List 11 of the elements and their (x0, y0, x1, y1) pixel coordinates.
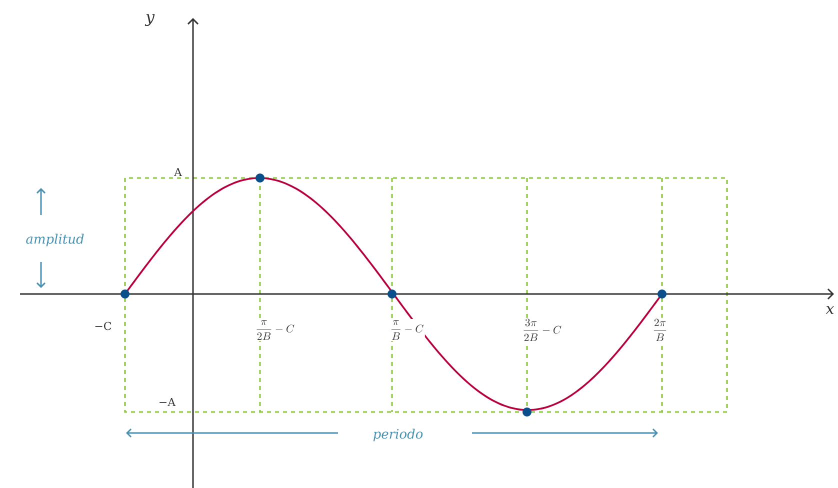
tick-label: A (172, 166, 184, 178)
axis-label: y (144, 12, 156, 28)
tick-label: −C (93, 320, 113, 332)
axis-label: x (824, 304, 836, 316)
tick-label: $\frac{\pi}{B}-C$ (389, 319, 425, 341)
tick-label: −A (157, 396, 177, 408)
dimension-label: periodo (372, 427, 424, 443)
tick-label: $\frac{2\pi}{B}$ (652, 318, 668, 342)
tick-label: $\frac{3\pi}{2B}-C$ (521, 318, 563, 342)
dimension-label: amplitud (24, 232, 86, 248)
tick-label: $\frac{\pi}{2B}-C$ (254, 319, 296, 341)
